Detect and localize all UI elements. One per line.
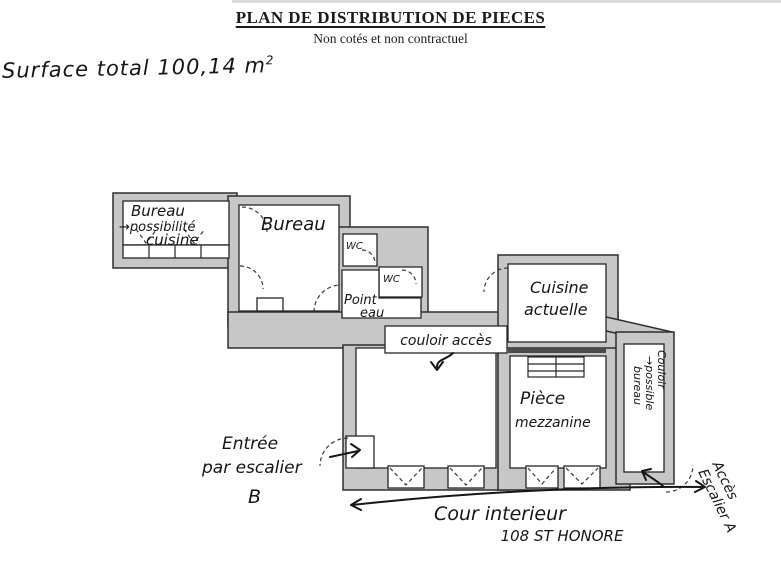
label-mezzanine-1: Pièce xyxy=(520,389,565,409)
label-couloir-vert-2: →possible xyxy=(643,356,656,410)
main-window-1 xyxy=(387,465,425,489)
cuisine-mezzanine-divider xyxy=(508,348,606,353)
door-arc-bureau-left xyxy=(239,265,264,290)
window-casement-main-2 xyxy=(449,467,483,486)
label-entree-2: par escalier xyxy=(201,458,303,478)
label-bureau-cuisine-2: →possibilité xyxy=(119,220,195,235)
couloir-exit-arrow-head xyxy=(641,468,652,481)
room-interiors xyxy=(122,200,665,489)
couloir-acces-label-box xyxy=(384,325,508,354)
label-cour-2: 108 ST HONORE xyxy=(501,527,624,545)
label-bureau-cuisine-3: cuisine xyxy=(146,231,199,249)
label-bureau-cuisine-1: Bureau xyxy=(131,202,185,220)
label-acces-escalier: Accès Escalier A xyxy=(694,458,740,535)
door-swings xyxy=(135,206,694,493)
room-wc-mid-interior xyxy=(378,266,423,298)
door-arc-cuisine xyxy=(483,267,509,293)
window-casement-mezz-1 xyxy=(527,467,557,485)
couloir-exit-arrow xyxy=(642,471,665,488)
label-couloir-vert-3: bureau xyxy=(631,366,644,405)
label-cuisine-2: actuelle xyxy=(524,300,588,319)
entrance-arrow-head xyxy=(350,443,361,458)
room-point-eau-interior xyxy=(341,269,422,319)
label-bureau: Bureau xyxy=(261,214,326,235)
couloir-acces-arrow-head xyxy=(430,361,444,371)
page-title: PLAN DE DISTRIBUTION DE PIECES xyxy=(235,8,546,27)
label-couloir-acces: couloir accès xyxy=(400,333,492,349)
room-right-couloir-interior xyxy=(623,343,665,473)
label-couloir-vert-1: Couloir xyxy=(655,350,668,390)
entrance-arrow xyxy=(329,450,359,458)
window-casement-main-1 xyxy=(389,467,423,486)
hand-arrows xyxy=(329,352,706,511)
room-cuisine-interior xyxy=(507,263,607,343)
door-arc-wc-mid xyxy=(401,269,417,285)
label-cuisine-1: Cuisine xyxy=(530,278,589,297)
room-wc-top-interior xyxy=(342,233,378,267)
door-arc-wc-top xyxy=(361,249,376,264)
label-entree-1: Entrée xyxy=(222,434,278,454)
label-couloir-possible-bureau: Couloir →possible bureau xyxy=(631,350,668,410)
room-bureau-interior xyxy=(238,204,340,312)
courtyard-arrow-head-right xyxy=(694,480,706,493)
window-casement-left-1 xyxy=(135,228,158,245)
room-main-interior xyxy=(355,347,497,469)
label-cour-1: Cour interieur xyxy=(434,503,567,525)
room-labels: Bureau →possibilité cuisine Bureau WC WC… xyxy=(119,202,668,431)
label-mezzanine-2: mezzanine xyxy=(515,415,591,431)
label-point-eau-2: eau xyxy=(360,306,384,321)
label-point-eau-1: Point xyxy=(344,293,378,308)
door-arc-entrance xyxy=(319,437,349,467)
mezzanine-window-1 xyxy=(525,465,559,489)
scan-artifact-line xyxy=(232,0,781,3)
window-casement-mezz-2 xyxy=(565,467,599,485)
label-entree-3: B xyxy=(248,486,261,508)
main-window-2 xyxy=(447,465,485,489)
bureau-chimney-bump xyxy=(256,297,284,312)
room-mezzanine-interior xyxy=(509,355,607,469)
label-wc-mid: WC xyxy=(383,274,400,285)
page-subtitle: Non cotés et non contractuel xyxy=(313,31,468,46)
couloir-acces-arrow xyxy=(436,352,454,368)
mezzanine-ladder-icon xyxy=(527,356,585,378)
courtyard-arrow-head-left xyxy=(350,498,362,511)
label-wc-top: WC xyxy=(346,241,363,252)
courtyard-span-arrow xyxy=(351,485,705,506)
window-casement-left-2 xyxy=(183,228,206,245)
door-arc-bureau-right xyxy=(313,284,342,313)
door-arc-exit xyxy=(665,464,694,493)
document-header: PLAN DE DISTRIBUTION DE PIECES Non cotés… xyxy=(0,8,781,47)
